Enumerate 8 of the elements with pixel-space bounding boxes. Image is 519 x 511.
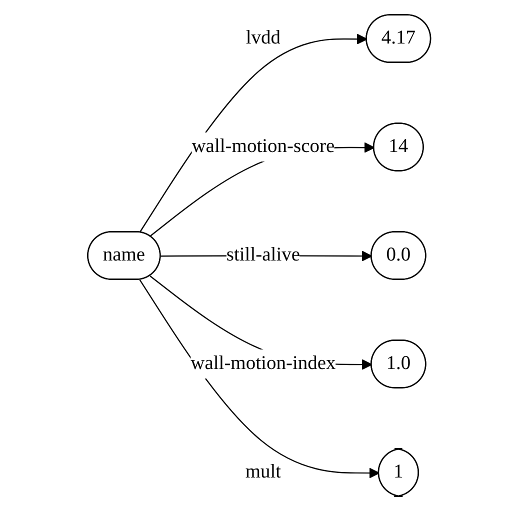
arrow [140,34,368,233]
edge-label: mult [246,461,282,482]
arrow [140,279,380,478]
graph-drawing: lvdd wall-motion-score still-alive wall-motion-index mult name 4.17 14 0.0 1.0 1 [78,5,441,506]
edge-label: lvdd [246,28,281,48]
edge-label: still-alive [226,244,300,266]
edge-label: wall-motion-index [190,353,336,374]
edge-label: wall-motion-score [192,136,336,157]
